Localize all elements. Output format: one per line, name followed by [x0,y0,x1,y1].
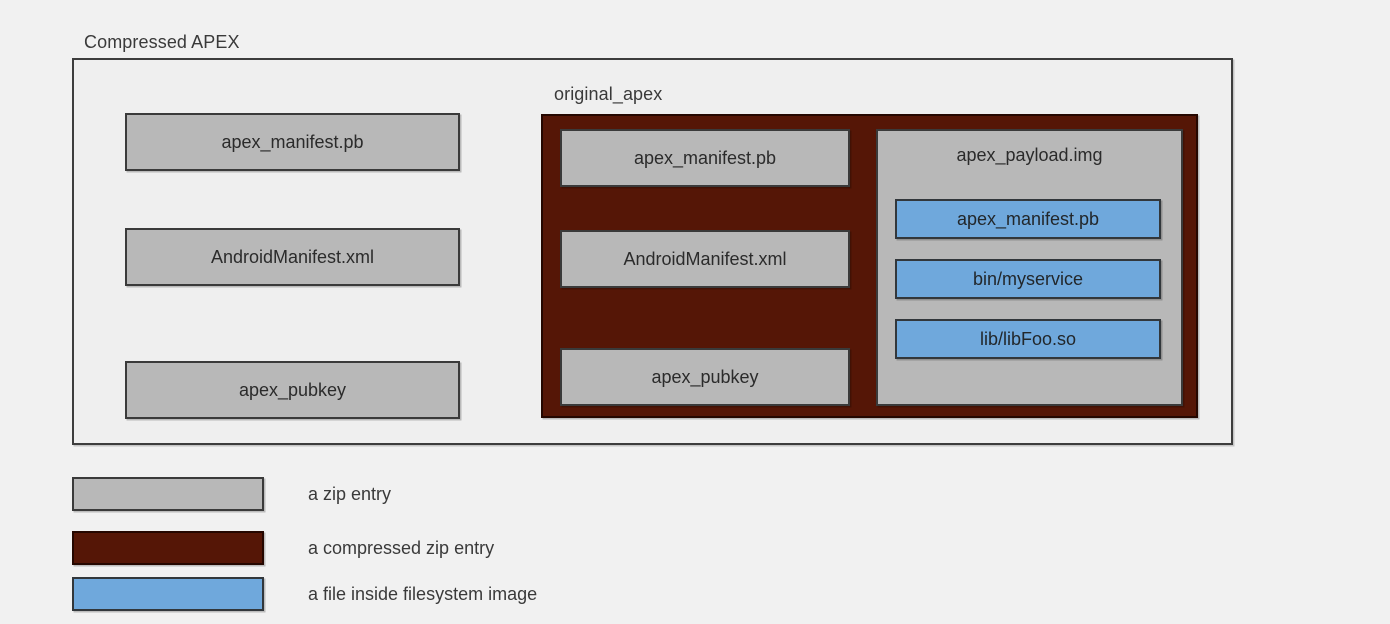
zip-entry-apex-pubkey-inner: apex_pubkey [560,348,850,406]
original-apex-label: original_apex [554,84,663,104]
apex-payload-img-label: apex_payload.img [956,145,1103,165]
zip-entry-android-manifest-inner: AndroidManifest.xml [560,230,850,288]
legend-swatch-filesystem-file [72,577,264,611]
filesystem-file-lib-libfoo-so: lib/libFoo.so [895,319,1161,359]
zip-entry-apex-pubkey-outer: apex_pubkey [125,361,460,419]
legend-swatch-compressed-zip-entry [72,531,264,565]
compressed-zip-entry-original-apex: apex_manifest.pb AndroidManifest.xml ape… [541,114,1198,418]
legend-label-compressed-zip-entry: a compressed zip entry [308,537,495,558]
filesystem-file-bin-myservice: bin/myservice [895,259,1161,299]
zip-entry-apex-manifest-outer: apex_manifest.pb [125,113,460,171]
compressed-apex-label: Compressed APEX [84,32,240,52]
legend-swatch-zip-entry [72,477,264,511]
legend-label-filesystem-file: a file inside filesystem image [308,583,538,604]
zip-entry-android-manifest-outer: AndroidManifest.xml [125,228,460,286]
legend-label-zip-entry: a zip entry [308,483,392,504]
filesystem-file-apex-manifest: apex_manifest.pb [895,199,1161,239]
zip-entry-apex-manifest-inner: apex_manifest.pb [560,129,850,187]
zip-entry-apex-payload-img: apex_payload.img apex_manifest.pb bin/my… [876,129,1183,406]
